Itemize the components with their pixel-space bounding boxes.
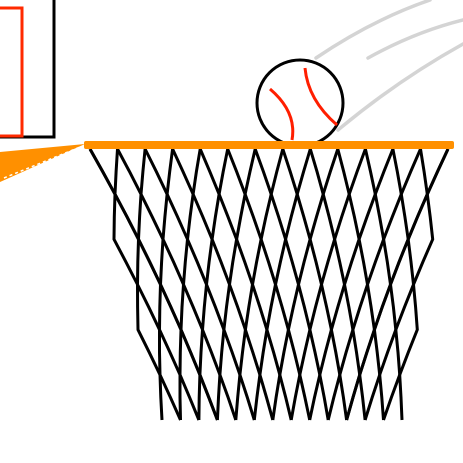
motion-line	[336, 42, 463, 132]
backboard-frame	[0, 0, 56, 139]
motion-lines	[314, 0, 463, 132]
rim-bracket	[0, 144, 85, 182]
baseball-icon	[255, 58, 345, 148]
motion-line	[366, 18, 463, 60]
net-strand	[234, 148, 285, 421]
net-strand	[158, 148, 175, 421]
net-strand	[271, 148, 340, 421]
backboard-target-square	[0, 6, 24, 138]
hoop-net	[88, 148, 450, 421]
net-strand	[326, 148, 422, 421]
net-strand	[215, 148, 257, 421]
hoop-rim	[84, 141, 454, 149]
net-strand	[289, 148, 367, 421]
net-strand	[252, 148, 312, 421]
ball-body	[255, 58, 345, 148]
backboard	[0, 0, 56, 139]
ball-seam-left	[269, 87, 295, 141]
net-strand	[308, 148, 395, 421]
net-strand	[197, 148, 230, 421]
net-strand	[345, 148, 450, 421]
rim-bracket-dashes	[3, 146, 81, 179]
net-strand	[178, 148, 202, 421]
ball-seam-right	[303, 67, 338, 127]
motion-line	[314, 0, 432, 60]
rim-bracket-plate	[0, 144, 85, 182]
